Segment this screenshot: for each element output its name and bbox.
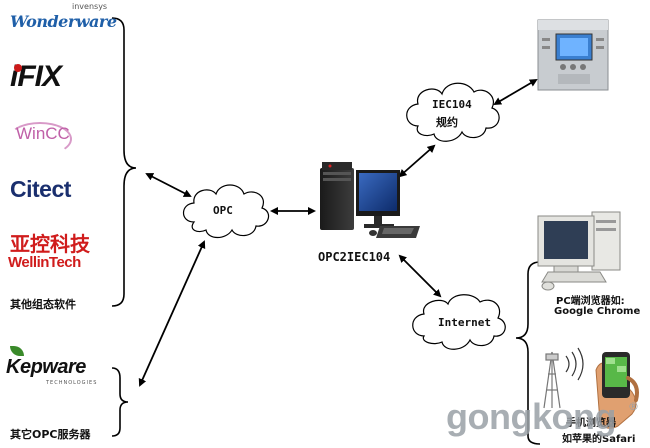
ifix-dot-accent <box>14 64 22 72</box>
other-opc-label: 其它OPC服务器 <box>10 428 91 441</box>
browser-brace <box>515 261 541 445</box>
smartphone-in-hand-icon <box>595 352 639 429</box>
opc-cloud-label: OPC <box>213 204 233 217</box>
iec104-cloud-label-2: 规约 <box>436 116 458 129</box>
wellintech-logo-cn: 亚控科技 <box>10 232 90 256</box>
kepware-leaf-icon <box>10 346 24 356</box>
kepware-logo: Kepware TECHNOLOGIES <box>6 346 116 386</box>
wonderware-logo-text: Wonderware <box>10 12 117 31</box>
kepware-logo-sub: TECHNOLOGIES <box>46 380 98 386</box>
pc-browser-label-1: PC端浏览器如: <box>556 296 625 307</box>
arrow-scada-opc <box>145 173 192 197</box>
citect-logo-text: Citect <box>10 176 71 202</box>
arrow-center-iec <box>398 144 436 178</box>
iec104-cloud <box>406 82 500 142</box>
internet-cloud <box>412 294 506 350</box>
iec104-cloud-label-1: IEC104 <box>432 98 472 111</box>
arrow-iec-device <box>493 78 538 106</box>
desktop-tower-computer-icon <box>320 162 420 238</box>
center-label: OPC2IEC104 <box>318 250 391 264</box>
pc-browser-label-2: Google Chrome <box>554 306 641 317</box>
protection-relay-device-icon <box>537 19 609 91</box>
mobile-browser-label-2: 如苹果的Safari <box>562 434 636 445</box>
wellintech-logo-en: WellinTech <box>8 254 81 271</box>
gongkong-watermark-reg: ® <box>628 400 639 413</box>
wonderware-logo-top: invensys <box>72 2 108 11</box>
wincc-swoosh <box>8 122 72 156</box>
cell-tower-icon <box>543 347 584 409</box>
arrow-kepware-opc <box>138 240 206 387</box>
opc-cloud <box>182 184 270 239</box>
internet-cloud-label: Internet <box>438 316 491 329</box>
kepware-logo-text: Kepware <box>6 356 86 378</box>
other-scada-label: 其他组态软件 <box>10 298 76 311</box>
citect-logo: Citect <box>10 176 110 208</box>
scada-brace <box>111 17 137 307</box>
mobile-browser-label-1: 手机浏览器 <box>566 418 616 429</box>
wincc-logo-text: WinCC <box>16 124 70 143</box>
crt-desktop-computer-icon <box>537 211 621 291</box>
wincc-logo: WinCC <box>8 114 92 158</box>
wonderware-logo: invensys Wonderware <box>10 2 117 44</box>
opc-server-brace <box>111 367 129 437</box>
ifix-logo: iFIX <box>10 60 110 100</box>
wellintech-logo: 亚控科技 WellinTech <box>8 228 118 278</box>
gongkong-watermark: gongkong <box>446 396 616 437</box>
arrow-center-internet <box>398 254 442 298</box>
